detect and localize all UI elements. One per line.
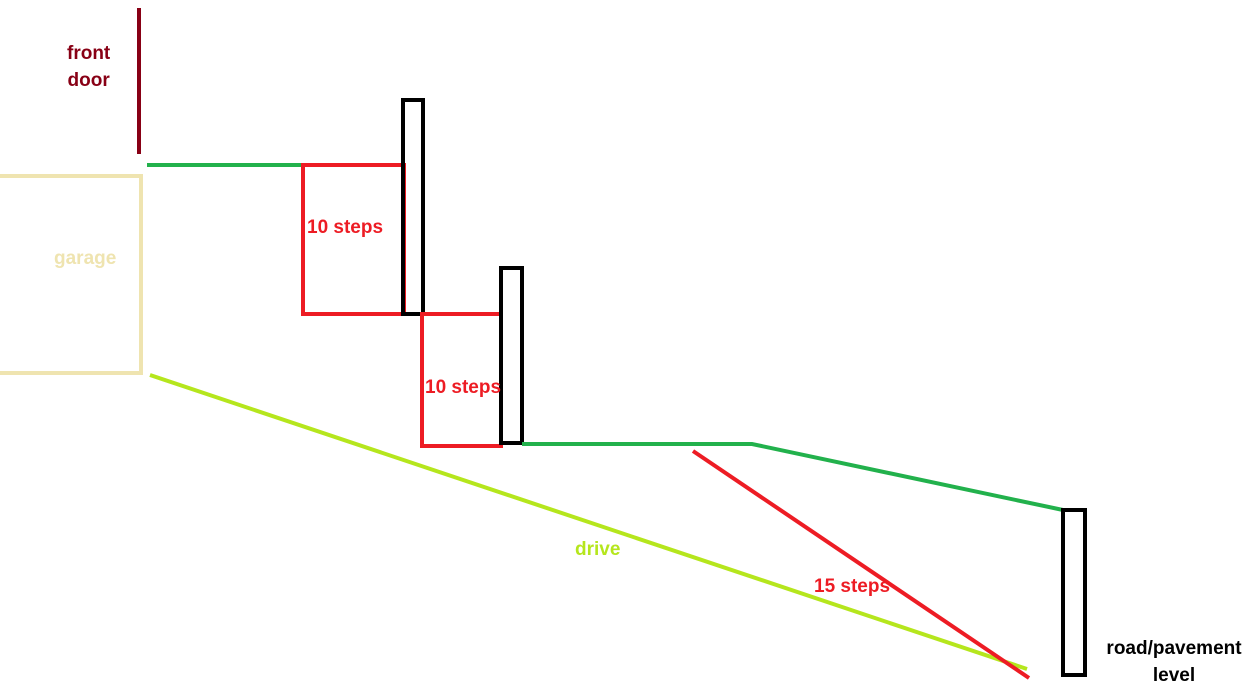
slope-steps-label: 15 steps <box>814 576 891 597</box>
road-level-label-line2: level <box>1152 665 1196 686</box>
lower-path-line <box>522 442 1064 512</box>
upper-wall <box>401 98 425 316</box>
slope-steps-line <box>691 449 1031 680</box>
lower-steps-label: 10 steps <box>425 377 502 398</box>
garage-box <box>0 174 143 375</box>
lower-wall <box>499 266 524 445</box>
upper-steps-label: 10 steps <box>307 217 384 238</box>
front-door-label-line2: door <box>67 70 110 91</box>
front-door-label: front door <box>67 40 110 94</box>
road-wall <box>1061 508 1087 677</box>
garage-label: garage <box>54 248 117 269</box>
drive-label: drive <box>575 539 621 560</box>
road-level-label-line1: road/pavement <box>1106 638 1242 659</box>
road-level-label: road/pavement level <box>1098 635 1250 689</box>
front-door-label-line1: front <box>67 43 111 64</box>
drive-line <box>149 373 1028 671</box>
